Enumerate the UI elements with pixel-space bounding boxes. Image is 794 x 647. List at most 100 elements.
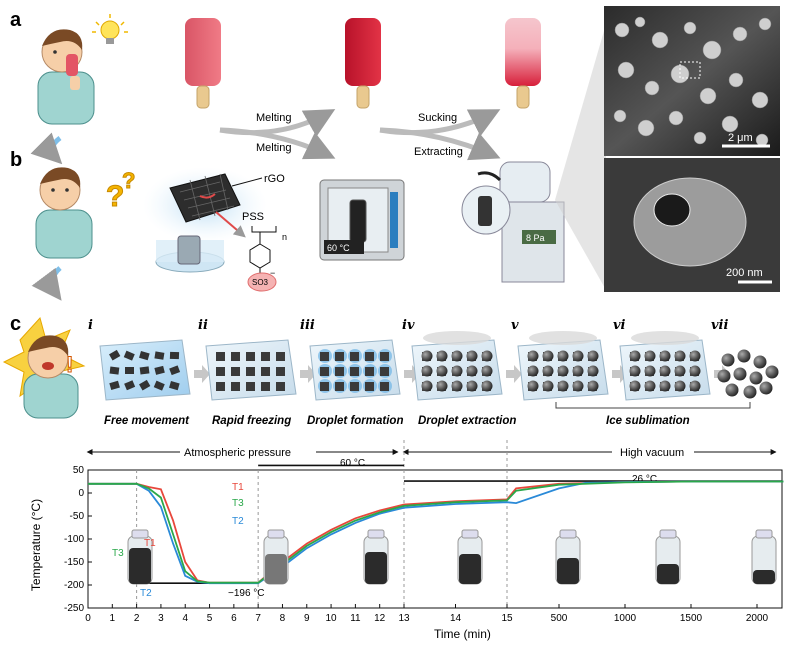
step-cubes xyxy=(99,331,779,401)
chart-y-tick-label: -50 xyxy=(70,511,85,522)
down-arrow-a-to-b xyxy=(30,132,63,165)
person-thinking-illustration xyxy=(35,167,93,259)
light-bulb-icon xyxy=(92,14,128,44)
person-excited-illustration: ! xyxy=(2,316,86,419)
final-aerogel-spheres xyxy=(717,349,779,399)
series-label-t2: T2 xyxy=(232,516,244,527)
vial-illustration xyxy=(555,529,581,585)
popsicle-melted xyxy=(345,18,381,109)
chart-y-tick-label: 50 xyxy=(73,465,85,476)
sem-image-bottom xyxy=(604,158,780,292)
chart-x-tick-label: 4 xyxy=(182,613,188,624)
series-t3-line xyxy=(88,480,784,584)
beaker-in-bath-illustration xyxy=(155,235,225,273)
chart-x-tick-label: 5 xyxy=(207,613,213,624)
rgo-to-pss-arrow xyxy=(215,211,246,238)
vial-illustration xyxy=(655,529,681,585)
chart-annotation-26c: 26 °C xyxy=(632,474,657,485)
chart-x-tick-label: 7 xyxy=(255,613,261,624)
step-label-ice-sublimation: Ice sublimation xyxy=(606,415,690,427)
pss-structure: PSS n SO3 − xyxy=(242,211,287,292)
chart-x-tick-label: 1000 xyxy=(614,613,637,624)
vial-illustration xyxy=(127,529,153,585)
chart-x-tick-label: 2 xyxy=(134,613,140,624)
panel-label-c: c xyxy=(10,313,21,335)
step-label-rapid-freezing: Rapid freezing xyxy=(212,415,291,427)
sem-magnifier-cone xyxy=(555,24,606,290)
chart-x-tick-label: 2000 xyxy=(746,613,769,624)
chart-x-tick-label: 10 xyxy=(326,613,338,624)
scale-bar-bottom: 200 nm xyxy=(726,267,763,279)
chart-y-tick-label: -150 xyxy=(64,557,84,568)
chart-y-tick-label: -100 xyxy=(64,534,84,545)
rgo-sheet-illustration xyxy=(143,167,267,243)
label-sucking: Sucking xyxy=(418,112,457,124)
chart-x-tick-label: 3 xyxy=(158,613,164,624)
step-numeral-iv: iv xyxy=(402,318,415,333)
chart-x-tick-label: 0 xyxy=(85,613,91,624)
chart-x-tick-label: 15 xyxy=(501,613,513,624)
chart-x-axis-title: Time (min) xyxy=(434,627,491,641)
step-cube-3 xyxy=(309,339,401,401)
chart-y-tick-label: 0 xyxy=(78,488,84,499)
label-minus: − xyxy=(270,268,275,278)
chart-x-tick-label: 9 xyxy=(304,613,310,624)
chart-x-tick-label: 1 xyxy=(110,613,116,624)
vial-sensor-label-t1: T1 xyxy=(144,538,156,549)
label-melting-a: Melting xyxy=(256,112,291,124)
freeze-dryer-illustration xyxy=(461,161,565,283)
pressure-display: 8 Pa xyxy=(526,233,545,243)
label-melting-b: Melting xyxy=(256,142,291,154)
chart-x-tick-label: 13 xyxy=(398,613,410,624)
chart-x-tick-label: 14 xyxy=(450,613,462,624)
rgo-pointer xyxy=(231,177,263,187)
step-numeral-iii: iii xyxy=(300,318,315,333)
svg-text:!: ! xyxy=(66,352,73,377)
step-numeral-vii: vii xyxy=(711,318,728,333)
question-mark-icon: ? xyxy=(106,180,124,213)
atm-label-bg xyxy=(180,443,316,459)
oven-temperature-display: 60 °C xyxy=(327,243,350,253)
panel-label-a: a xyxy=(10,9,22,31)
step-cube-4 xyxy=(411,331,503,401)
chart-annotation-60c: 60 °C xyxy=(340,458,365,469)
chart-annotation-minus196c: −196 °C xyxy=(228,588,265,599)
step-cube-1 xyxy=(99,339,191,401)
vial-illustration xyxy=(751,529,777,585)
vial-illustration xyxy=(363,529,389,585)
oven-illustration xyxy=(319,179,405,261)
ice-sublimation-bracket xyxy=(555,402,751,409)
label-high-vacuum: High vacuum xyxy=(620,447,684,459)
step-cube-2 xyxy=(205,339,297,401)
label-n: n xyxy=(282,232,287,242)
label-pss: PSS xyxy=(242,211,264,223)
panel-label-b: b xyxy=(10,149,22,171)
chart-x-tick-label: 8 xyxy=(280,613,286,624)
scale-bar-top: 2 μm xyxy=(728,132,753,144)
step-cube-6 xyxy=(619,331,711,401)
person-eating-popsicle-illustration xyxy=(37,29,95,125)
popsicle-original xyxy=(185,18,221,109)
step-numeral-v: v xyxy=(511,318,519,333)
step-numeral-vi: vi xyxy=(613,318,626,333)
vial-sensor-label-t3: T3 xyxy=(112,548,124,559)
popsicle-sucked xyxy=(505,18,541,109)
label-atmospheric-pressure: Atmospheric pressure xyxy=(184,447,291,459)
question-mark-small-icon: ? xyxy=(122,168,135,193)
chart-y-axis-title: Temperature (°C) xyxy=(29,499,43,591)
vial-sensor-label-t2: T2 xyxy=(140,588,152,599)
chart-x-tick-label: 500 xyxy=(551,613,568,624)
down-arrow-b-to-c xyxy=(31,266,62,301)
vac-label-bg xyxy=(612,443,694,459)
chart-y-tick-label: -250 xyxy=(64,603,84,614)
sem-image-top xyxy=(604,6,780,156)
step-cube-5 xyxy=(517,331,609,401)
series-label-t1: T1 xyxy=(232,482,244,493)
process-arrows xyxy=(219,109,501,161)
step-label-droplet-extraction: Droplet extraction xyxy=(418,415,516,427)
step-numerals: i ii iii iv v vi vii xyxy=(88,318,728,333)
vial-illustration xyxy=(457,529,483,585)
chart-x-tick-label: 12 xyxy=(374,613,386,624)
